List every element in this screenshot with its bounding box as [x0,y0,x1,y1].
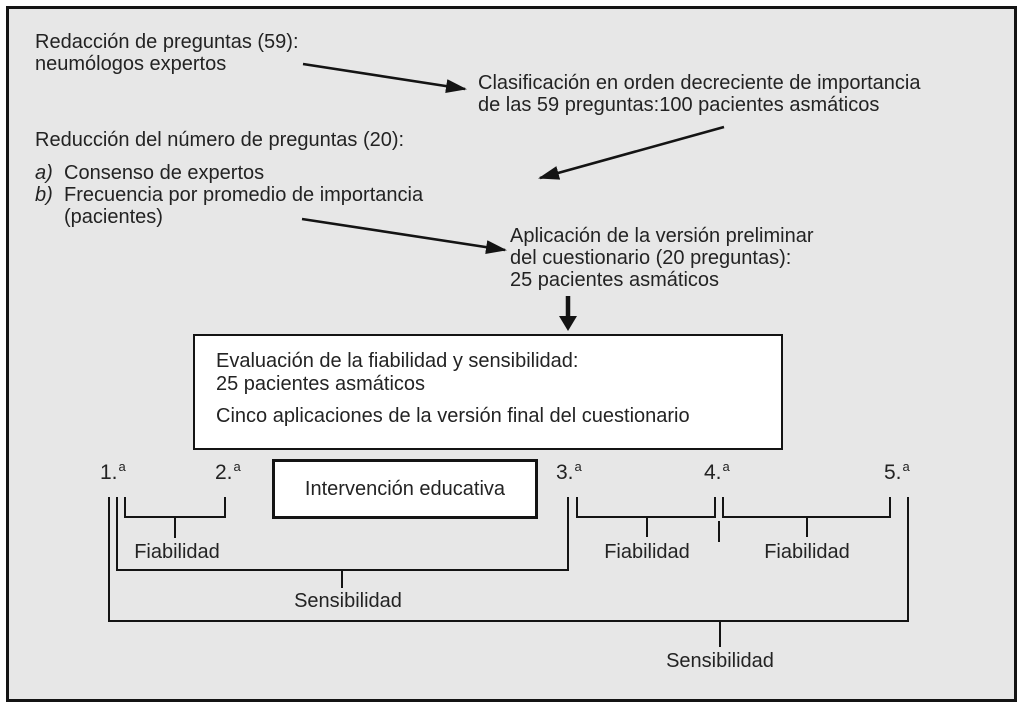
step-reduccion-item-b: b) Frecuencia por promedio de importanci… [35,184,423,228]
marker-4-sup: a [722,459,730,474]
marker-3-sup: a [574,459,582,474]
evaluacion-line1: Evaluación de la fiabilidad y sensibilid… [216,350,579,372]
timeline-marker-5: 5.a [884,459,910,484]
arrow-aplicacion-to-evaluacion [559,296,577,331]
item-a-text: Consenso de expertos [64,162,265,184]
step-reduccion-title: Reducción del número de preguntas (20): [35,129,405,151]
bracket-sensibilidad-1-3 [116,497,569,588]
marker-5-sup: a [902,459,910,474]
label-sensibilidad-1-3: Sensibilidad [294,590,402,612]
bracket-sensibilidad-1-5 [108,497,909,647]
intervencion-box: Intervención educativa [272,459,538,519]
item-b-text: Frecuencia por promedio de importancia [64,184,424,206]
step-redaccion-line2: neumólogos expertos [35,53,227,75]
label-fiabilidad-1-2: Fiabilidad [134,541,220,563]
intervencion-label: Intervención educativa [304,478,506,500]
label-sensibilidad-1-5: Sensibilidad [666,650,774,672]
step-redaccion: Redacción de preguntas (59): neumólogos … [35,31,299,75]
timeline-marker-4: 4.a [704,459,730,484]
item-b-text2: (pacientes) [64,206,163,228]
step-reduccion-item-a: a) Consenso de expertos [35,162,423,184]
timeline-marker-3: 3.a [556,459,582,484]
label-fiabilidad-4-5: Fiabilidad [764,541,850,563]
step-clasificacion: Clasificación en orden decreciente de im… [478,72,920,116]
step-aplicacion-line2: del cuestionario (20 preguntas): [510,247,792,269]
item-b-marker: b) [35,184,53,206]
evaluacion-line3: Cinco aplicaciones de la versión final d… [216,405,690,427]
arrow-clasificacion-to-reduccion [538,125,725,180]
timeline-marker-2: 2.a [215,459,241,484]
arrow-redaccion-to-clasificacion [302,62,467,94]
step-clasificacion-line2: de las 59 preguntas:100 pacientes asmáti… [478,94,880,116]
marker-1-sup: a [118,459,126,474]
label-fiabilidad-3-4: Fiabilidad [604,541,690,563]
bracket-fiabilidad-1-2 [124,497,226,538]
step-reduccion: Reducción del número de preguntas (20): … [35,129,423,228]
step-redaccion-line1: Redacción de preguntas (59): [35,31,299,53]
evaluacion-box: Evaluación de la fiabilidad y sensibilid… [193,334,783,450]
arrow-reduccion-to-aplicacion [301,217,507,255]
marker-2-sup: a [233,459,241,474]
step-aplicacion-line1: Aplicación de la versión preliminar [510,225,814,247]
step-aplicacion-line3: 25 pacientes asmáticos [510,269,720,291]
evaluacion-line2: 25 pacientes asmáticos [216,373,426,395]
bracket-fiabilidad-4-5 [722,497,891,537]
bracket-fiabilidad-3-4 [576,497,716,537]
timeline-marker-1: 1.a [100,459,126,484]
step-aplicacion: Aplicación de la versión preliminar del … [510,225,813,291]
item-a-marker: a) [35,162,53,184]
step-clasificacion-line1: Clasificación en orden decreciente de im… [478,72,921,94]
